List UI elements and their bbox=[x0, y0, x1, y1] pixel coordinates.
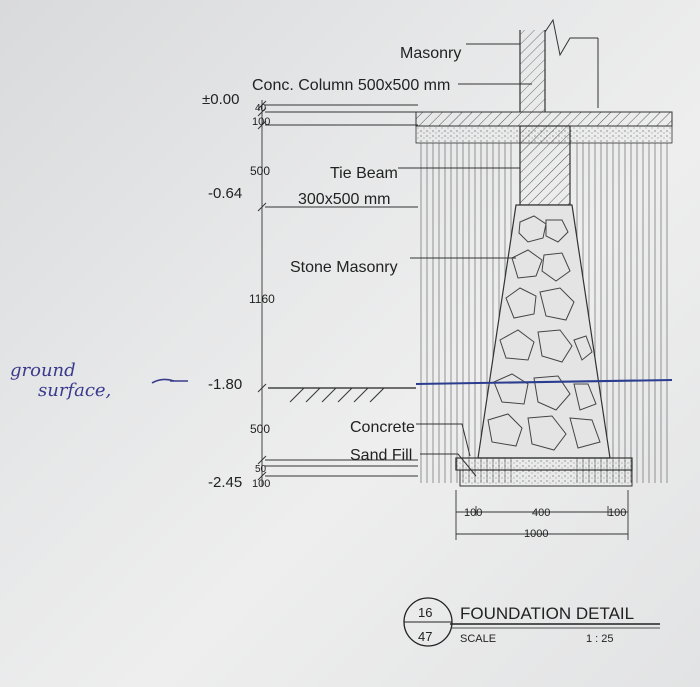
scale-label: SCALE bbox=[460, 633, 496, 645]
width-dimensions bbox=[455, 490, 629, 540]
title-block bbox=[403, 597, 660, 647]
handwritten-ground: ground bbox=[10, 360, 76, 381]
label-concrete: Concrete bbox=[350, 419, 415, 436]
level-top: ±0.00 bbox=[202, 91, 239, 108]
dim-100-top: 100 bbox=[252, 116, 270, 128]
dim-50-bottom: 50 bbox=[255, 464, 267, 475]
dim-40-top: 40 bbox=[255, 103, 267, 114]
dim-400: 400 bbox=[532, 507, 550, 519]
dim-1160: 1160 bbox=[249, 292, 275, 306]
level-ground: -1.80 bbox=[208, 376, 242, 393]
masonry-wall bbox=[519, 18, 599, 112]
sand-fill bbox=[459, 469, 633, 487]
level-lines bbox=[261, 100, 418, 486]
dim-100-right: 100 bbox=[608, 507, 626, 519]
leader-lines bbox=[398, 43, 532, 477]
handwritten-surface: surface, bbox=[38, 380, 111, 401]
tie-beam-block bbox=[519, 125, 571, 206]
scale-value: 1 : 25 bbox=[586, 633, 614, 645]
dim-100-left: 100 bbox=[464, 507, 482, 519]
dim-1000: 1000 bbox=[524, 528, 548, 540]
label-stone-masonry: Stone Masonry bbox=[290, 259, 398, 276]
label-tie-beam: Tie Beam bbox=[330, 165, 398, 182]
label-column: Conc. Column 500x500 mm bbox=[252, 77, 450, 94]
dimension-ticks bbox=[257, 100, 267, 481]
dim-500-upper: 500 bbox=[250, 164, 270, 178]
detail-number: 16 bbox=[418, 605, 432, 620]
sheet-number: 47 bbox=[418, 629, 432, 644]
level-bottom: -2.45 bbox=[208, 474, 242, 491]
level-tie-beam: -0.64 bbox=[208, 185, 242, 202]
dim-500-lower: 500 bbox=[250, 422, 270, 436]
drawing-title: FOUNDATION DETAIL bbox=[460, 604, 634, 623]
label-sand-fill: Sand Fill bbox=[350, 447, 412, 464]
ground-line bbox=[268, 379, 673, 403]
label-tie-beam-size: 300x500 mm bbox=[298, 191, 391, 208]
label-masonry: Masonry bbox=[400, 45, 461, 62]
dim-100-bottom: 100 bbox=[252, 478, 270, 490]
concrete-base bbox=[455, 457, 633, 471]
